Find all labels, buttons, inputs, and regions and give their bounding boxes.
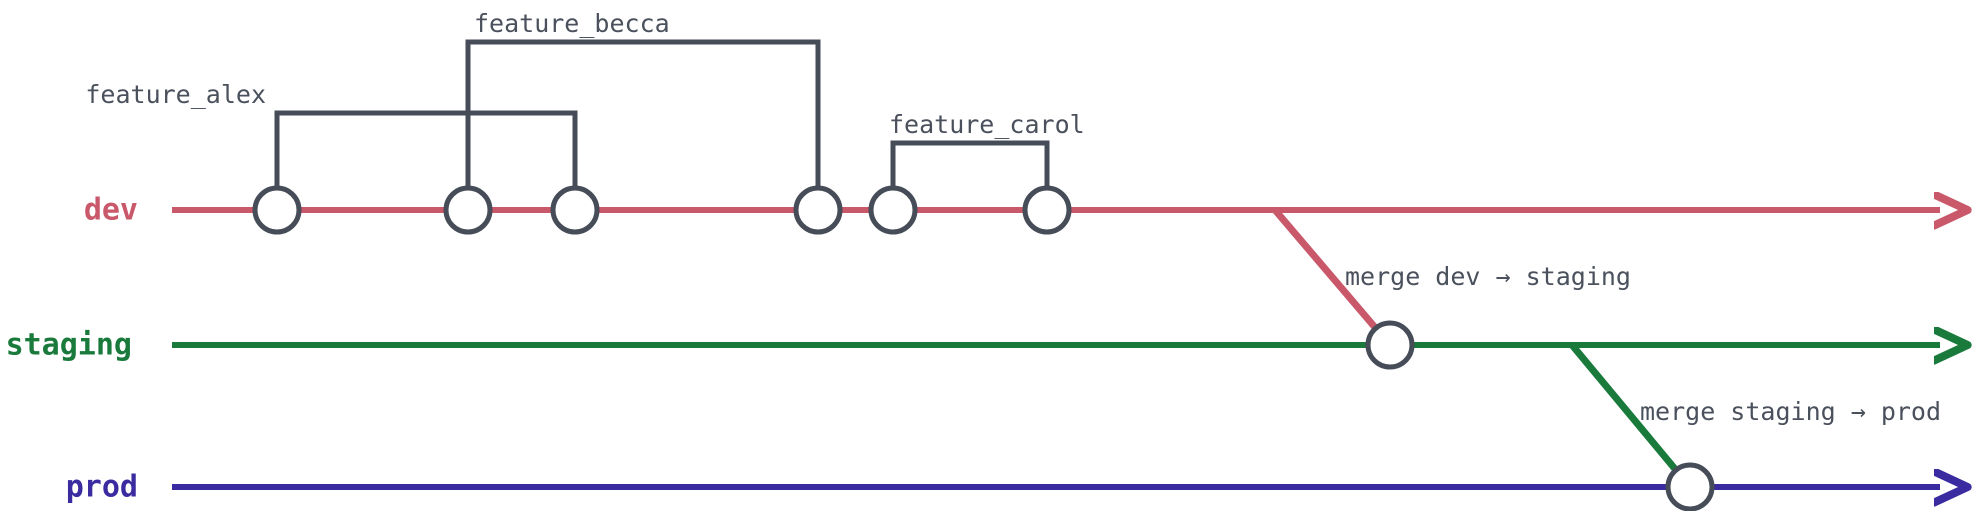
lane-group (172, 210, 1940, 487)
merge-label-dev-staging: merge dev → staging (1345, 262, 1631, 291)
feature-branch-group (274, 39, 1050, 210)
branch-label-staging: staging (6, 328, 132, 363)
commit-node[interactable] (443, 185, 493, 235)
commit-node[interactable] (793, 185, 843, 235)
feature-label-becca: feature_becca (474, 9, 670, 38)
commit-node[interactable] (1022, 185, 1072, 235)
feature-bracket-alex (274, 110, 578, 210)
merge-commit-node-staging[interactable] (1365, 320, 1415, 370)
feature-bracket-becca (465, 39, 821, 210)
commit-node[interactable] (868, 185, 918, 235)
merge-line-dev-staging (1272, 207, 1393, 348)
branch-label-group: dev staging prod (6, 193, 138, 505)
branch-label-prod: prod (66, 470, 138, 505)
feature-label-carol: feature_carol (889, 110, 1085, 139)
commit-node[interactable] (252, 185, 302, 235)
merge-line-group (1272, 207, 1693, 490)
merge-label-group: merge dev → staging merge staging → prod (1345, 262, 1941, 426)
commit-node-group (252, 185, 1715, 511)
feature-label-group: feature_alex feature_becca feature_carol (85, 9, 1084, 139)
feature-bracket-carol (890, 140, 1050, 210)
merge-line-staging-prod (1569, 342, 1693, 490)
commit-node[interactable] (550, 185, 600, 235)
merge-label-staging-prod: merge staging → prod (1640, 397, 1941, 426)
feature-label-alex: feature_alex (85, 80, 266, 109)
merge-commit-node-prod[interactable] (1665, 462, 1715, 511)
branch-label-dev: dev (84, 193, 138, 228)
